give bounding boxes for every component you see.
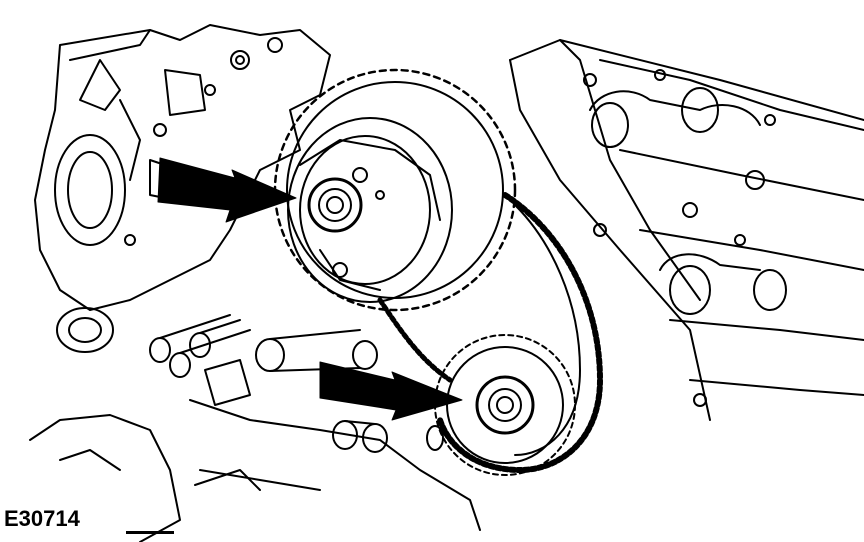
engine-block-lower xyxy=(29,314,481,542)
cylinder-head xyxy=(509,39,864,421)
figure-label: E30714 xyxy=(4,506,80,531)
timing-chain xyxy=(377,192,603,473)
large-sprocket xyxy=(273,68,517,312)
figure-label-underline xyxy=(126,531,174,534)
arrow-right-icon xyxy=(157,157,297,223)
arrow-right-icon xyxy=(319,361,463,421)
small-sprocket xyxy=(434,334,576,476)
